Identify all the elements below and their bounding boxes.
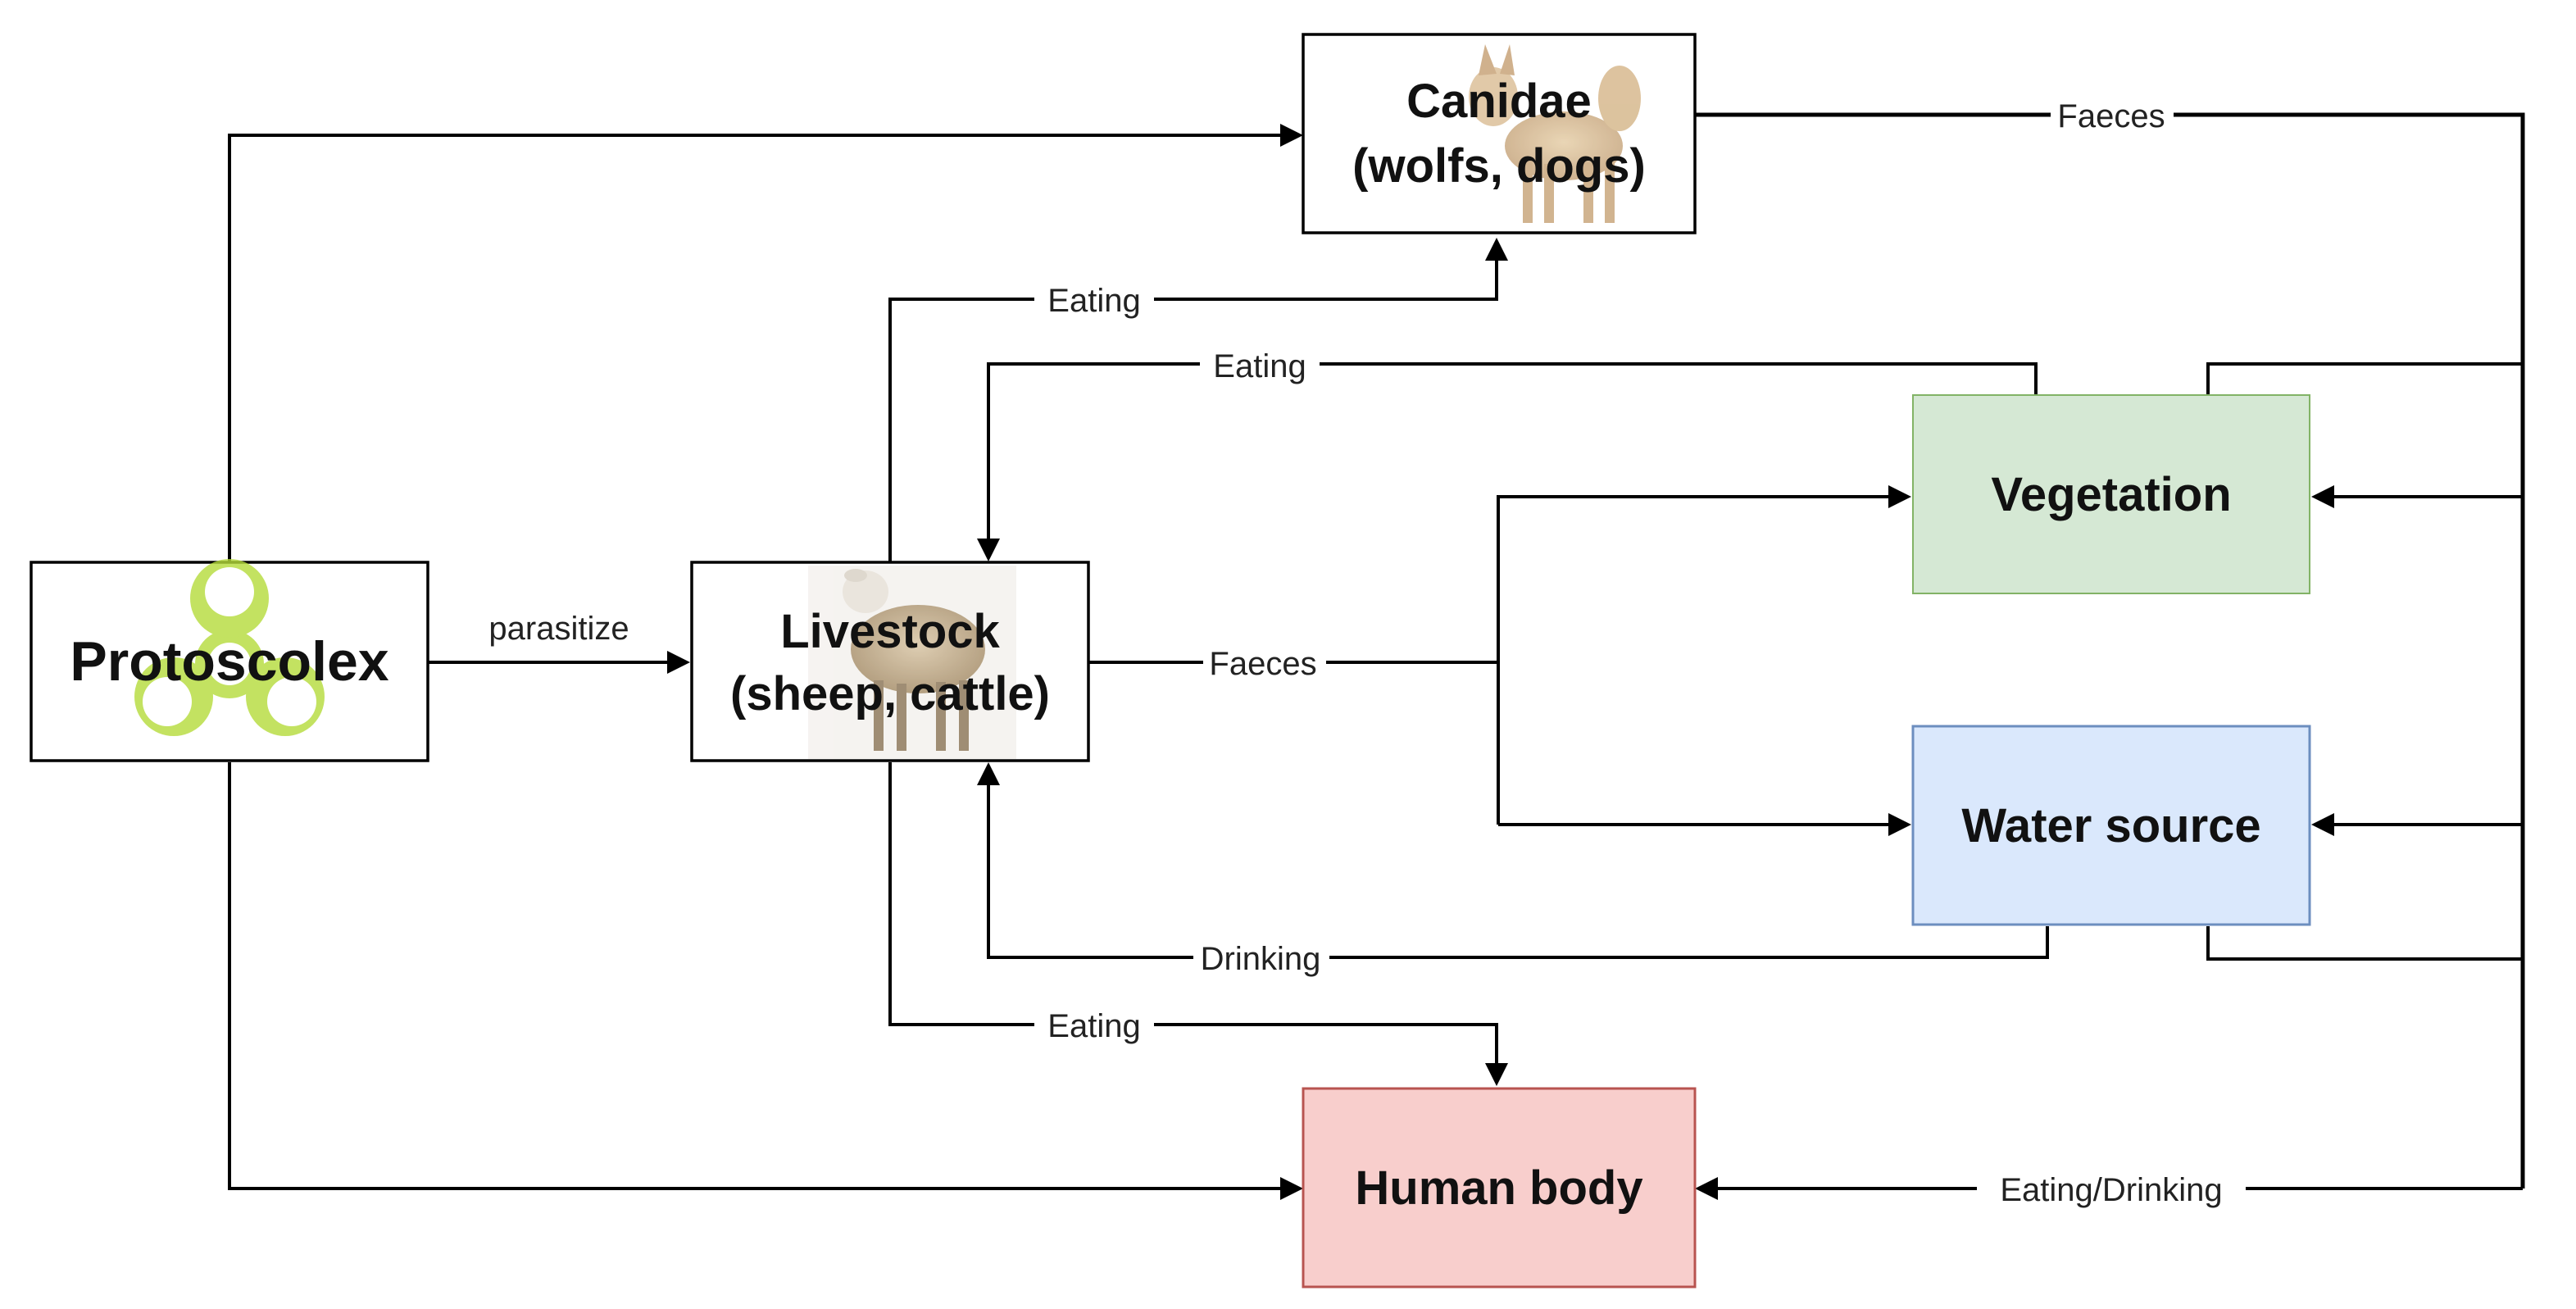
sheep-image: [808, 566, 1016, 759]
edge-label-faeces-canidae: Faeces: [2057, 98, 2165, 134]
edge-water-to-env: [2206, 926, 2523, 961]
edge-canidae-faeces: [1695, 112, 2525, 1189]
arrowhead: [1888, 813, 1911, 836]
edge-label-eating-human: Eating: [1047, 1008, 1140, 1044]
node-label-line1: Livestock: [780, 605, 1000, 658]
edges: [228, 112, 2525, 1200]
node-label: Water source: [1961, 799, 2260, 852]
edge-env-vegetation-top: [2206, 362, 2523, 395]
node-label: Protoscolex: [70, 630, 388, 693]
edge-protoscolex-human: [228, 762, 1287, 1190]
node-box: [1912, 394, 2310, 594]
edge-label-eating-drinking: Eating/Drinking: [2000, 1172, 2222, 1208]
edge-label-faeces-livestock: Faeces: [1209, 646, 1316, 682]
edge-livestock-human: [888, 762, 1498, 1070]
node-vegetation: Vegetation: [1912, 394, 2310, 594]
node-label-line2: (sheep, cattle): [730, 667, 1050, 720]
node-box: [1911, 725, 2311, 926]
node-box: [1302, 1087, 1697, 1289]
node-label: Vegetation: [1991, 468, 2231, 521]
arrowhead: [1280, 1177, 1303, 1200]
edge-label-eating-canidae: Eating: [1047, 283, 1140, 319]
node-label-line1: Canidae: [1406, 75, 1592, 128]
edge-labels: parasitize Eating Eating Faeces Faeces D…: [488, 95, 2246, 1210]
edge-protoscolex-canidae: [228, 134, 1287, 561]
node-label: Human body: [1355, 1161, 1642, 1215]
arrowhead: [1280, 124, 1303, 147]
arrowhead: [1485, 1063, 1508, 1086]
edge-vegetation-livestock: [987, 362, 2038, 545]
node-human-body: Human body: [1302, 1087, 1697, 1289]
node-label-line2: (wolfs, dogs): [1352, 139, 1646, 193]
arrowhead: [1485, 238, 1508, 261]
arrowhead: [977, 762, 1000, 785]
arrowhead: [667, 651, 690, 674]
edge-water-livestock: [987, 779, 2049, 959]
edge-label-parasitize: parasitize: [488, 611, 629, 647]
node-livestock: Livestock (sheep, cattle): [690, 561, 1090, 762]
node-protoscolex: Protoscolex: [30, 559, 429, 762]
edge-label-eating-vegetation: Eating: [1213, 348, 1306, 384]
biohazard-icon: [134, 559, 325, 736]
node-box: [1302, 33, 1697, 234]
arrowhead: [2311, 813, 2334, 836]
dog-image: [1469, 44, 1641, 223]
edge-faeces-to-vegetation: [1497, 495, 1895, 825]
edge-label-drinking: Drinking: [1201, 941, 1321, 977]
edge-livestock-canidae: [888, 254, 1498, 561]
arrowhead: [977, 539, 1000, 561]
node-water-source: Water source: [1911, 725, 2311, 926]
arrowhead: [1695, 1177, 1718, 1200]
arrowhead: [1888, 485, 1911, 508]
arrowhead: [2311, 485, 2334, 508]
node-canidae: Canidae (wolfs, dogs): [1302, 33, 1697, 234]
